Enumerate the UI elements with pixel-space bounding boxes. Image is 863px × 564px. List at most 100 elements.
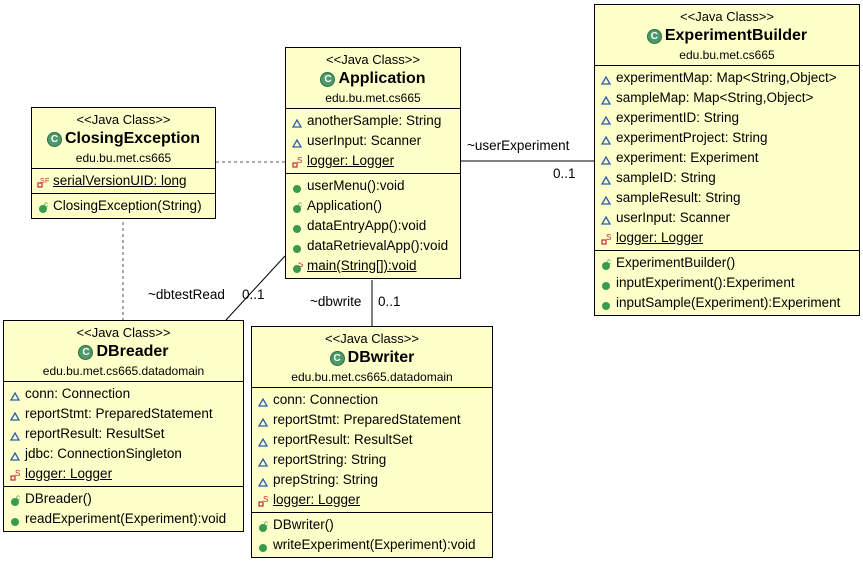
package-field-icon: [600, 112, 612, 125]
attribute-row: userInput: Scanner: [595, 208, 859, 228]
method-text: userMenu():void: [307, 178, 405, 193]
method-text: readExperiment(Experiment):void: [25, 511, 227, 526]
constructor-icon: c: [291, 200, 303, 213]
svg-text:S: S: [297, 157, 302, 165]
public-method-icon: [257, 539, 269, 552]
method-text: ExperimentBuilder(): [616, 255, 736, 270]
method-row: userMenu():void: [286, 176, 460, 196]
public-method-icon: [291, 220, 303, 233]
methods-section: c ExperimentBuilder() inputExperiment():Ex…: [595, 251, 859, 315]
attribute-text: reportResult: ResultSet: [25, 426, 165, 441]
svg-text:c: c: [44, 202, 48, 209]
package-name: edu.bu.met.cs665.datadomain: [291, 370, 453, 384]
private-static-field-icon: S: [257, 494, 269, 507]
svg-text:S: S: [15, 470, 20, 478]
class-icon: C: [329, 350, 345, 366]
attribute-text: experimentID: String: [616, 110, 740, 125]
private-static-field-icon: S: [600, 232, 612, 245]
class-name-text: DBreader: [96, 343, 169, 360]
attribute-text: serialVersionUID: long: [53, 173, 187, 188]
public-method-icon: [291, 240, 303, 253]
attribute-row: experimentID: String: [595, 108, 859, 128]
attribute-text: userInput: Scanner: [616, 210, 731, 225]
dbwrite-multiplicity: 0..1: [378, 294, 401, 309]
private-static-field-icon: S: [291, 155, 303, 168]
svg-text:S: S: [606, 234, 611, 242]
constructor-icon: c: [9, 493, 21, 506]
package-field-icon: [9, 408, 21, 421]
method-row: inputExperiment():Experiment: [595, 273, 859, 293]
package-field-icon: [600, 172, 612, 185]
dbtest-read-role-label: ~dbtestRead: [148, 287, 225, 302]
package-field-icon: [291, 135, 303, 148]
public-static-method-icon: S: [291, 260, 303, 273]
package-name: edu.bu.met.cs665.datadomain: [42, 364, 205, 378]
attribute-row: sampleResult: String: [595, 188, 859, 208]
package-field-icon: [257, 394, 269, 407]
svg-text:S: S: [298, 262, 303, 269]
method-text: inputExperiment():Experiment: [616, 275, 795, 290]
dbtest-read-association-line: [225, 255, 286, 321]
method-text: writeExperiment(Experiment):void: [273, 537, 476, 552]
package-field-icon: [9, 428, 21, 441]
class-icon: C: [646, 28, 662, 44]
method-text: main(String[]):void: [307, 258, 417, 273]
method-text: inputSample(Experiment):Experiment: [616, 295, 841, 310]
package-field-icon: [257, 434, 269, 447]
attribute-text: prepString: String: [273, 472, 379, 487]
attribute-text: anotherSample: String: [307, 113, 442, 128]
attribute-row: userInput: Scanner: [286, 131, 460, 151]
public-method-icon: [600, 277, 612, 290]
attribute-text: sampleMap: Map<String,Object>: [616, 90, 814, 105]
attribute-text: sampleID: String: [616, 170, 716, 185]
attribute-text: jdbc: ConnectionSingleton: [25, 446, 182, 461]
attribute-row: reportResult: ResultSet: [252, 430, 492, 450]
attribute-text: reportResult: ResultSet: [273, 432, 413, 447]
svg-text:c: c: [607, 259, 611, 266]
public-method-icon: [600, 297, 612, 310]
attribute-text: logger: Logger: [616, 230, 704, 245]
method-row: c ExperimentBuilder(): [595, 253, 859, 273]
package-field-icon: [600, 132, 612, 145]
attributes-section: experimentMap: Map<String,Object> sampleM…: [595, 66, 859, 251]
stereotype: <<Java Class>>: [680, 9, 774, 24]
class-name-text: Application: [338, 70, 426, 87]
attribute-text: sampleResult: String: [616, 190, 741, 205]
package-field-icon: [600, 72, 612, 85]
method-row: dataEntryApp():void: [286, 216, 460, 236]
attribute-row: prepString: String: [252, 470, 492, 490]
package-field-icon: [9, 388, 21, 401]
attribute-row: reportString: String: [252, 450, 492, 470]
attribute-row: jdbc: ConnectionSingleton: [4, 444, 243, 464]
attribute-row: experimentMap: Map<String,Object>: [595, 68, 859, 88]
attribute-text: reportString: String: [273, 452, 387, 467]
constructor-icon: c: [37, 200, 49, 213]
svg-text:F: F: [45, 178, 49, 185]
method-row: inputSample(Experiment):Experiment: [595, 293, 859, 313]
package-field-icon: [600, 192, 612, 205]
package-name: edu.bu.met.cs665: [325, 91, 421, 105]
package-field-icon: [257, 454, 269, 467]
package-field-icon: [9, 448, 21, 461]
